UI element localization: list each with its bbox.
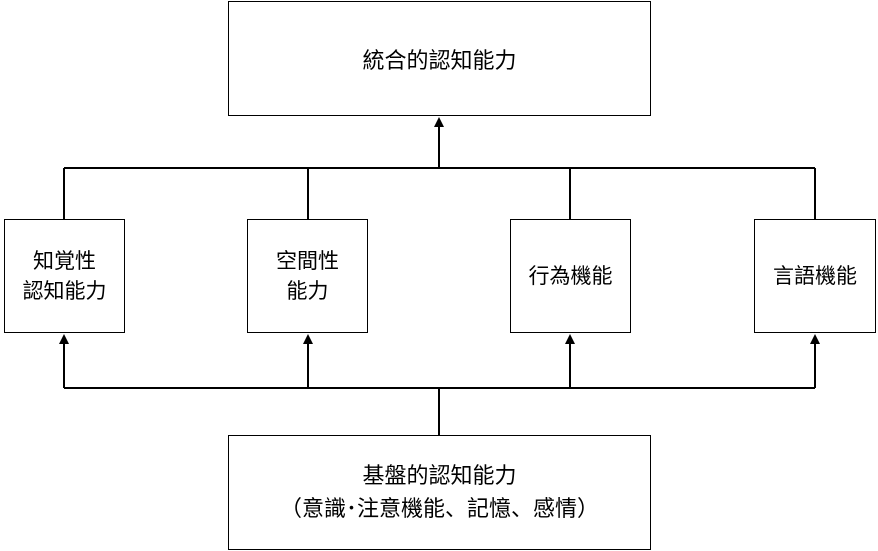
integrated-cognition-box: 統合的認知能力 [228,1,651,116]
basic-cognition-box: 基盤的認知能力 （意識･注意機能、記憶、感情） [228,435,651,550]
arrowhead-mid-1 [59,334,69,344]
spatial-ability-label-line1: 空間性 [276,249,339,273]
spatial-ability-box: 空間性 能力 [247,219,368,333]
arrowhead-mid-3 [565,334,575,344]
perceptual-cognition-label-line1: 知覚性 [33,249,96,273]
arrowhead-mid-2 [303,334,313,344]
perceptual-cognition-box: 知覚性 認知能力 [4,219,125,333]
perceptual-cognition-label-line2: 認知能力 [22,279,107,303]
integrated-cognition-label: 統合的認知能力 [362,48,517,74]
praxis-function-label: 行為機能 [528,264,613,288]
basic-cognition-label: 基盤的認知能力 [362,463,517,489]
arrowhead-mid-4 [810,334,820,344]
praxis-function-box: 行為機能 [510,219,631,333]
spatial-ability-label-line2: 能力 [286,279,329,303]
language-function-box: 言語機能 [754,219,876,333]
arrowhead-top [434,117,444,127]
basic-cognition-sublabel: （意識･注意機能、記憶、感情） [279,496,599,522]
language-function-label: 言語機能 [773,264,857,288]
